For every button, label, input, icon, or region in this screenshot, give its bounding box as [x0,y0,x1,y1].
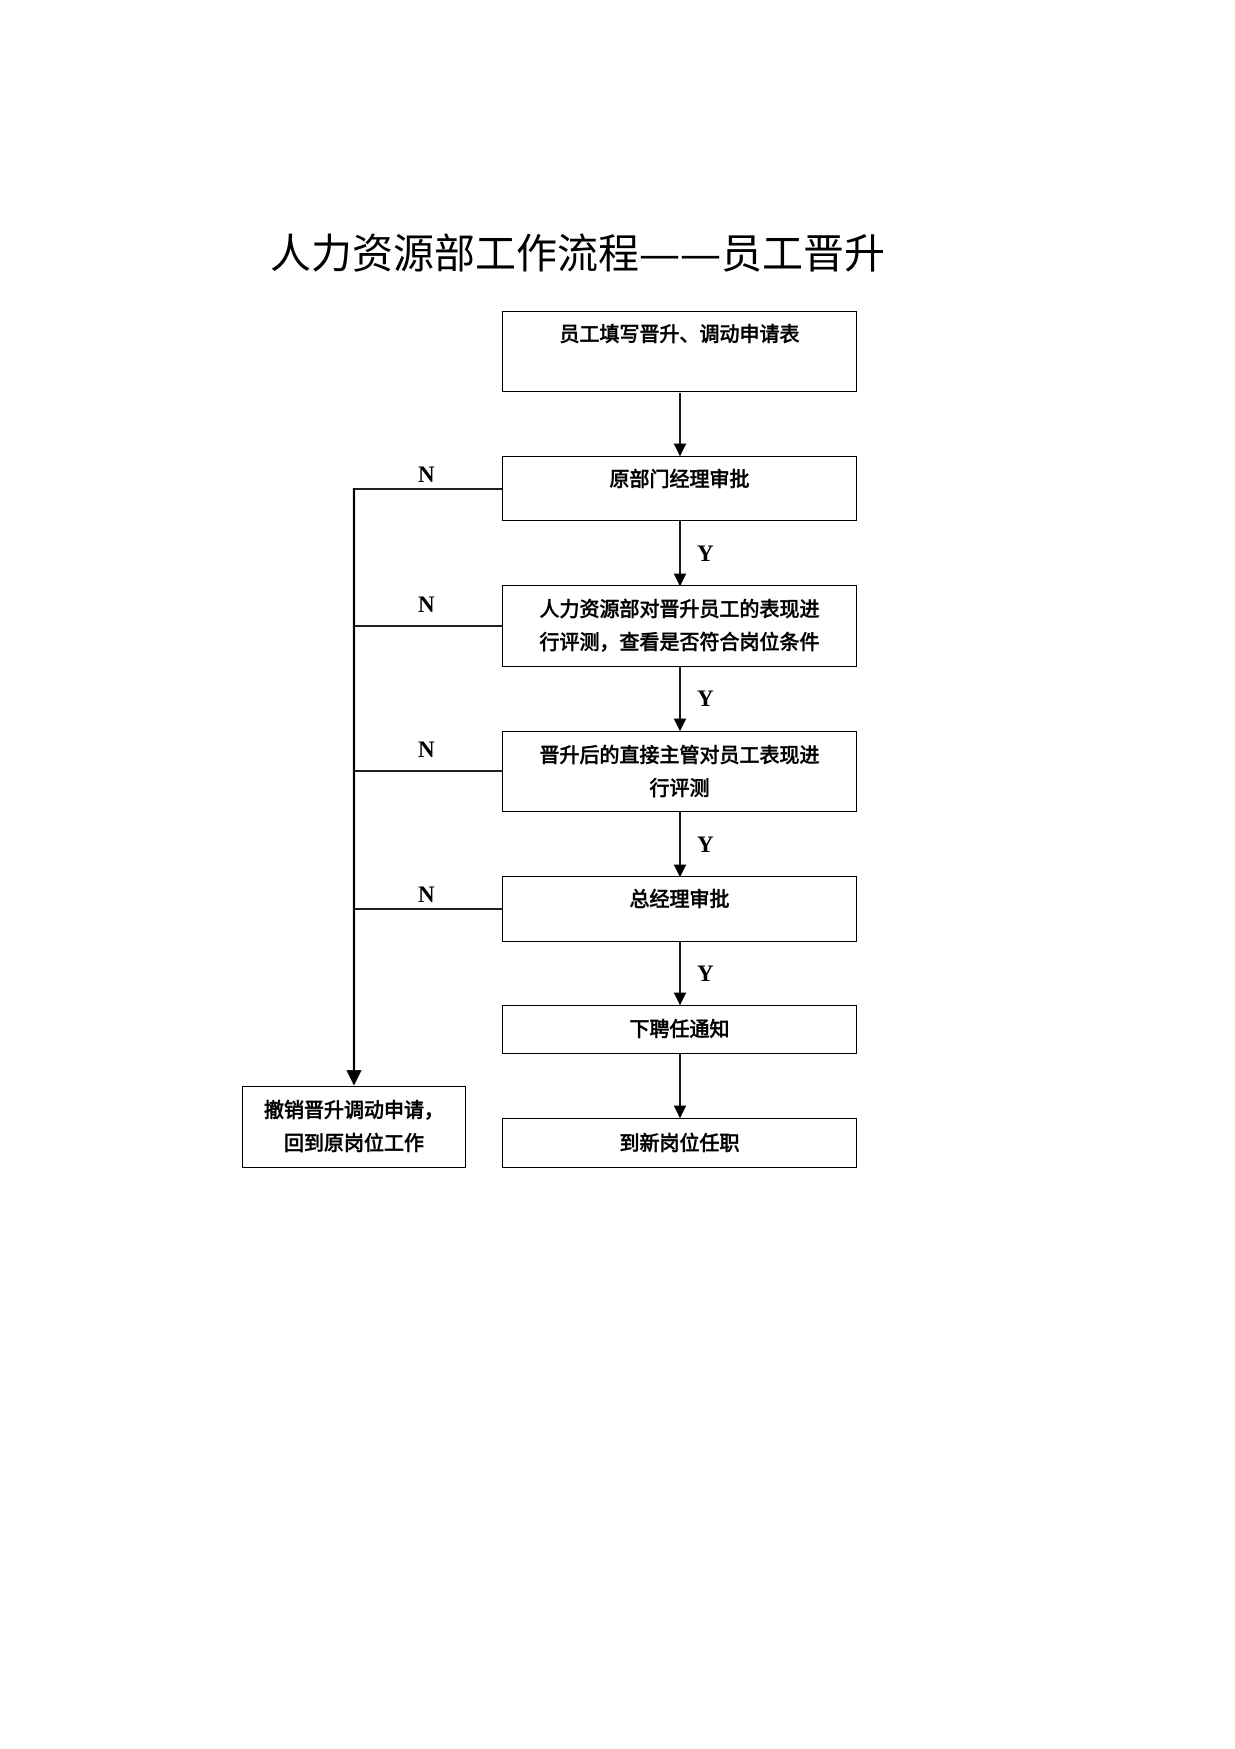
no-label: N [418,882,435,907]
step-text-line: 行评测，查看是否符合岗位条件 [539,630,820,654]
yes-label: Y [697,541,714,566]
step-gm-approval: 总经理审批 [502,876,857,942]
step-text-line: 晋升后的直接主管对员工表现进 [539,742,820,767]
step-text: 人力资源部对晋升员工的表现进 行评测，查看是否符合岗位条件 [540,593,820,659]
yes-label: Y [697,686,714,711]
reject-box: 撤销晋升调动申请， 回到原岗位工作 [242,1086,466,1168]
page-title: 人力资源部工作流程——员工晋升 [270,230,885,278]
reject-text-line: 撤销晋升调动申请， [264,1098,444,1122]
step-text-line: 行评测 [649,775,710,800]
no-label: N [418,737,435,762]
step-appointment-notice: 下聘任通知 [502,1005,857,1054]
yes-label: Y [697,832,714,857]
step-text-line: 人力资源部对晋升员工的表现进 [539,597,820,621]
step-dept-manager-approval: 原部门经理审批 [502,456,857,521]
no-label: N [418,592,435,617]
step-new-position: 到新岗位任职 [502,1118,857,1168]
reject-text-line: 回到原岗位工作 [284,1131,424,1155]
no-label: N [418,462,435,487]
step-supervisor-evaluation: 晋升后的直接主管对员工表现进 行评测 [502,731,857,812]
step-hr-evaluation: 人力资源部对晋升员工的表现进 行评测，查看是否符合岗位条件 [502,585,857,667]
yes-label: Y [697,961,714,986]
step-text: 晋升后的直接主管对员工表现进 行评测 [540,739,820,805]
step-text: 员工填写晋升、调动申请表 [559,322,800,346]
step-text: 总经理审批 [629,887,730,911]
reject-text: 撤销晋升调动申请， 回到原岗位工作 [264,1094,444,1160]
step-application-form: 员工填写晋升、调动申请表 [502,311,857,392]
step-text: 下聘任通知 [629,1017,730,1041]
step-text: 到新岗位任职 [619,1130,740,1155]
step-text: 原部门经理审批 [609,467,750,491]
